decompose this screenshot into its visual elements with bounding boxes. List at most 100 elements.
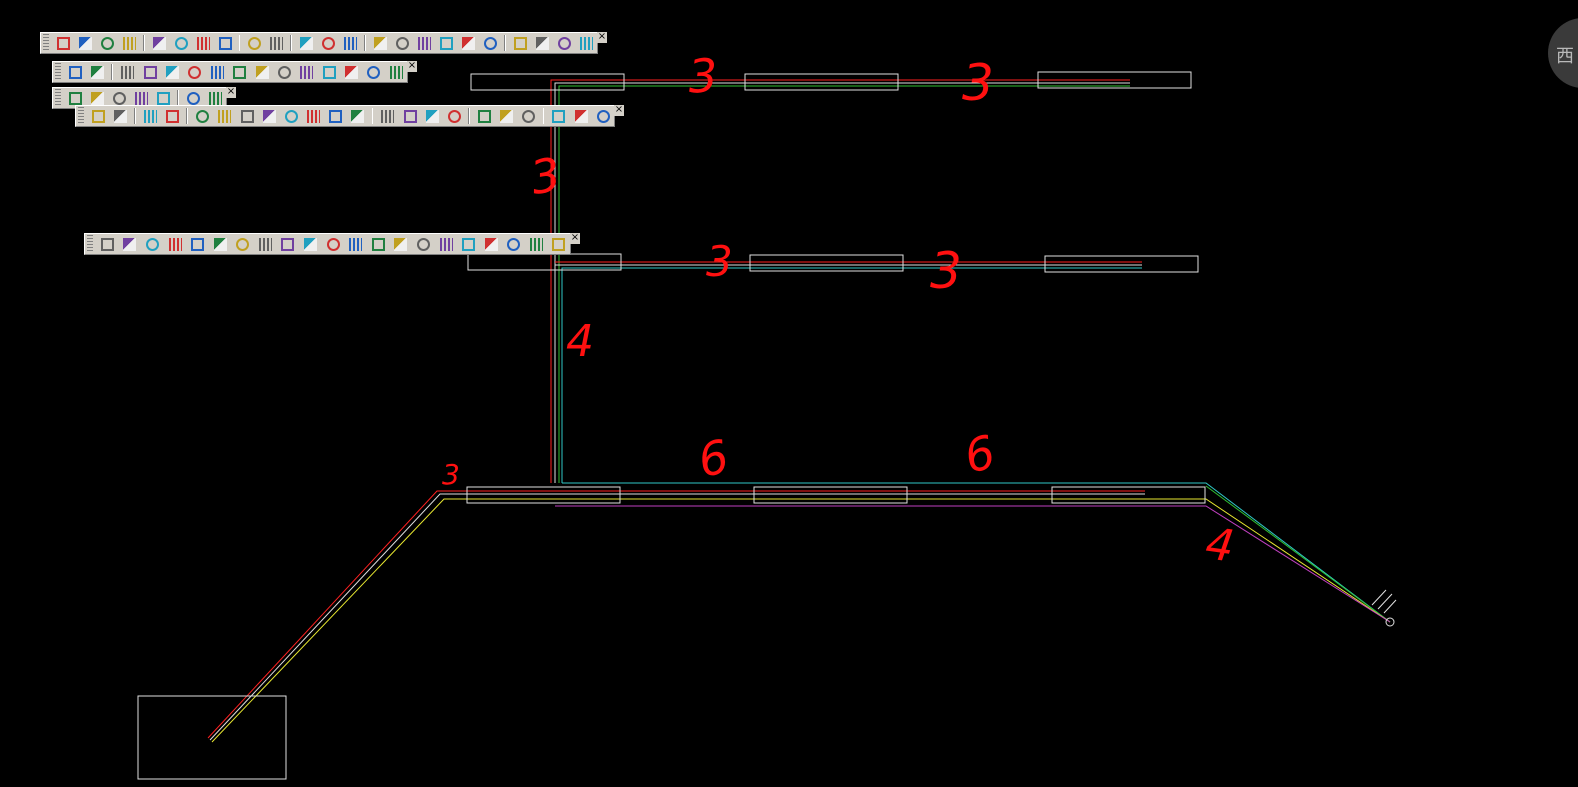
layer-state-button[interactable] [88, 63, 106, 82]
eye-red-button[interactable] [475, 107, 493, 126]
grid-view-button[interactable] [549, 107, 567, 126]
pan-button[interactable] [555, 34, 573, 53]
fixture-box[interactable] [1044, 255, 1199, 273]
slope-button[interactable] [245, 34, 263, 53]
paint-button[interactable] [391, 235, 410, 254]
book-button[interactable] [414, 235, 433, 254]
dim-elevation-button[interactable] [194, 34, 212, 53]
text-ab-button[interactable] [348, 107, 366, 126]
circle-mark-button[interactable] [437, 34, 455, 53]
pipe-button[interactable] [238, 107, 256, 126]
leader-button[interactable] [193, 107, 211, 126]
target-button[interactable] [527, 235, 546, 254]
move-button[interactable] [533, 34, 551, 53]
table-button[interactable] [141, 107, 159, 126]
layer-walk-button[interactable] [342, 63, 360, 82]
axis-dim3-button[interactable] [415, 34, 433, 53]
bulb-button[interactable] [118, 63, 136, 82]
text-a-button[interactable] [504, 235, 523, 254]
ruler-button[interactable] [401, 107, 419, 126]
toolbar-close-button[interactable]: × [407, 60, 417, 72]
layer-merge-button[interactable] [364, 63, 382, 82]
elevation-button[interactable] [459, 235, 478, 254]
dim-width-button[interactable] [216, 34, 234, 53]
fixture-box[interactable] [749, 254, 904, 272]
toolbar-axis-dims[interactable]: × [40, 32, 607, 54]
toolbar-close-button[interactable]: × [226, 86, 236, 98]
plan-button[interactable] [423, 107, 441, 126]
wall-button[interactable] [211, 235, 230, 254]
toolbar-grip[interactable] [55, 89, 61, 107]
window-button[interactable] [256, 235, 275, 254]
toolbar-layers[interactable]: × [52, 61, 417, 83]
toolbar-close-button[interactable]: × [614, 104, 624, 116]
box-remove-button[interactable] [206, 89, 224, 108]
sun3-button[interactable] [253, 63, 271, 82]
clipboard-button[interactable] [577, 34, 595, 53]
lock2-button[interactable] [297, 63, 315, 82]
fixture-box[interactable] [470, 73, 625, 91]
sheet-button[interactable] [437, 235, 456, 254]
layer-freeze-button[interactable] [185, 63, 203, 82]
column-button[interactable] [188, 235, 207, 254]
text-list-button[interactable] [341, 34, 359, 53]
globe-button[interactable] [88, 89, 106, 108]
fill-button[interactable] [267, 34, 285, 53]
open-view-button[interactable] [89, 107, 107, 126]
table-button[interactable] [278, 235, 297, 254]
toolbar-architecture[interactable]: × [84, 233, 580, 255]
bulb-on-button[interactable] [163, 63, 181, 82]
globe-add-button[interactable] [110, 89, 128, 108]
globe-remove-button[interactable] [132, 89, 150, 108]
no-globe-button[interactable] [154, 89, 172, 108]
viewport-button[interactable] [66, 89, 84, 108]
list-button[interactable] [260, 107, 278, 126]
center-button[interactable] [215, 107, 233, 126]
dim-vertical-button[interactable] [150, 34, 168, 53]
calc-button[interactable] [378, 107, 396, 126]
rotate-button[interactable] [481, 34, 499, 53]
column-button[interactable] [76, 34, 94, 53]
pencil-button[interactable] [497, 107, 515, 126]
layers-button[interactable] [143, 235, 162, 254]
fixture-box-large[interactable] [137, 695, 287, 780]
help-button[interactable] [549, 235, 568, 254]
mail-button[interactable] [346, 235, 365, 254]
toolbar-close-button[interactable]: × [597, 31, 607, 43]
layer-iso-button[interactable] [387, 63, 405, 82]
fixture-box[interactable] [466, 486, 621, 504]
dim-horizontal-button[interactable] [172, 34, 190, 53]
box-button[interactable] [184, 89, 202, 108]
axis-dim-button[interactable] [371, 34, 389, 53]
block-button[interactable] [304, 107, 322, 126]
print-button[interactable] [369, 235, 388, 254]
fixture-box[interactable] [753, 486, 908, 504]
fixture-box[interactable] [744, 73, 899, 91]
toolbar-grip[interactable] [43, 34, 49, 52]
copy-button[interactable] [511, 34, 529, 53]
toolbar-close-button[interactable]: × [570, 232, 580, 244]
list-button[interactable] [482, 235, 501, 254]
text-button[interactable] [319, 34, 337, 53]
sun-button[interactable] [208, 63, 226, 82]
elevation-button[interactable] [326, 107, 344, 126]
axis-dim2-button[interactable] [393, 34, 411, 53]
lock3-button[interactable] [320, 63, 338, 82]
eye-button[interactable] [519, 107, 537, 126]
text-a-button[interactable] [282, 107, 300, 126]
sun2-button[interactable] [230, 63, 248, 82]
room-button[interactable] [301, 235, 320, 254]
toolbar-viewports[interactable]: × [52, 87, 236, 109]
open-dwg-button[interactable] [98, 235, 117, 254]
image-button[interactable] [163, 107, 181, 126]
text-edit-button[interactable] [297, 34, 315, 53]
layers-button[interactable] [66, 63, 84, 82]
stair-button[interactable] [120, 34, 138, 53]
brush-button[interactable] [594, 107, 612, 126]
toolbar-grip[interactable] [78, 107, 84, 125]
frame-button[interactable] [572, 107, 590, 126]
section-button[interactable] [324, 235, 343, 254]
toolbar-grip[interactable] [87, 235, 93, 253]
toolbar-annotation[interactable]: × [75, 105, 624, 127]
